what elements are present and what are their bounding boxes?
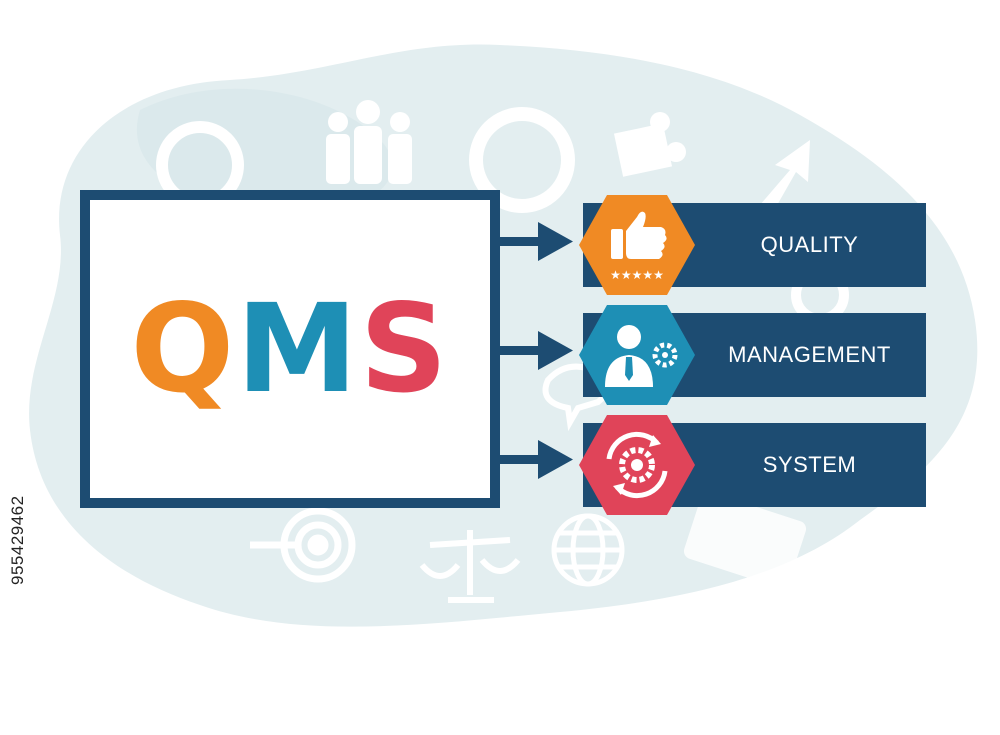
- thumbs-up-five-stars-icon: ★★★★★: [610, 211, 667, 282]
- target-bg-icon: [250, 507, 356, 583]
- item-label-system: SYSTEM: [762, 452, 857, 477]
- acronym-frame: QMS: [80, 190, 500, 508]
- acronym-letter-m: M: [236, 278, 360, 420]
- globe-bg-icon: [551, 513, 625, 587]
- item-hex-quality: ★★★★★: [579, 195, 695, 295]
- gear-bg-icon: [469, 107, 575, 213]
- item-hex-management: [579, 305, 695, 405]
- manager-with-gear-icon: [605, 325, 678, 387]
- acronym-letter-s: S: [359, 278, 450, 420]
- connector-line-3: [500, 455, 542, 464]
- hexagon-management: [579, 305, 695, 405]
- item-label-quality: QUALITY: [760, 232, 859, 257]
- scales-bg-icon: [419, 530, 521, 603]
- briefcase-bg-icon: [683, 491, 807, 589]
- gear-cycle-icon: [606, 431, 668, 499]
- arrowhead-1: [538, 222, 573, 261]
- connector-line-2: [500, 346, 542, 355]
- watermark-text: 955429462: [8, 495, 27, 585]
- people-bg-icon: [326, 100, 412, 184]
- puzzle-bg-icon: [613, 112, 686, 177]
- item-hex-system: [579, 415, 695, 515]
- arrowhead-3: [538, 440, 573, 479]
- item-label-management: MANAGEMENT: [728, 342, 891, 367]
- watermark: 955429462: [8, 495, 30, 735]
- acronym-text: QMS: [90, 288, 490, 410]
- acronym-letter-q: Q: [130, 278, 237, 420]
- arrowhead-2: [538, 331, 573, 370]
- connector-line-1: [500, 237, 542, 246]
- svg-text:★★★★★: ★★★★★: [610, 268, 664, 282]
- arrow-up-bg-icon: [760, 140, 810, 214]
- connector-arrows: [500, 222, 573, 479]
